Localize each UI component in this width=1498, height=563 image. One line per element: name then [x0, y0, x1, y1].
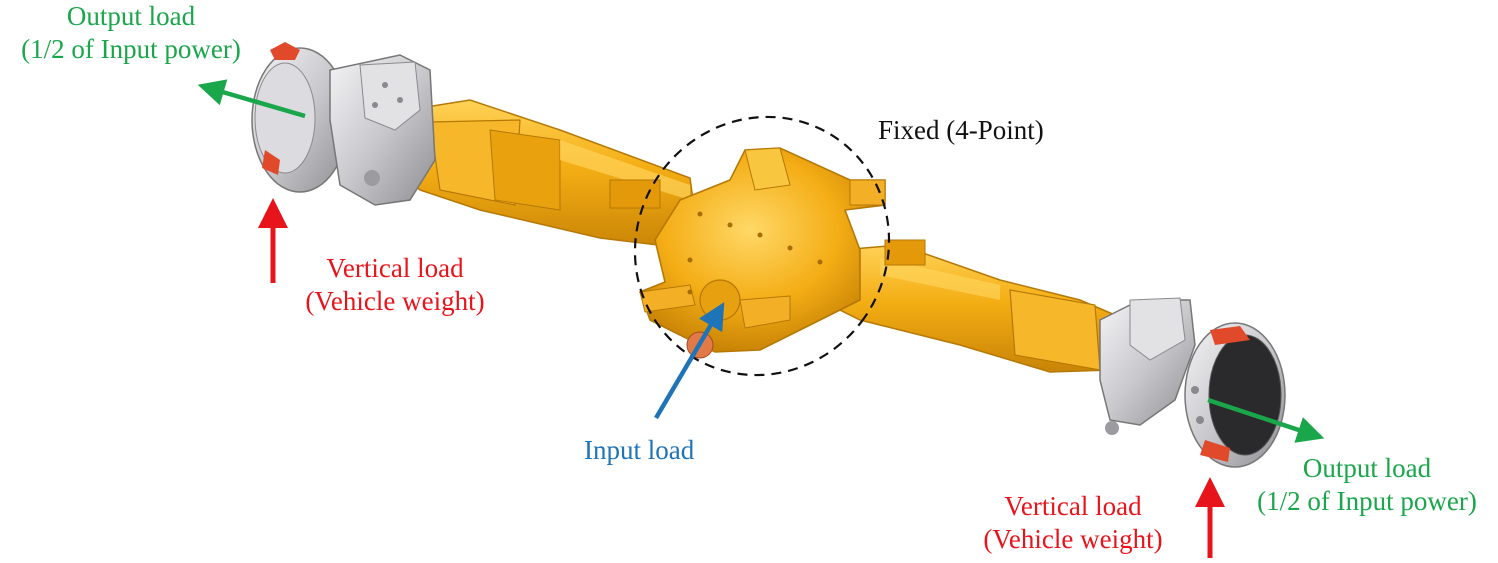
- output-load-right-line2: (1/2 of Input power): [1257, 486, 1477, 516]
- vertical-load-left-line1: Vertical load: [326, 253, 464, 283]
- vertical-load-left-line2: (Vehicle weight): [305, 286, 485, 316]
- vertical-load-label-right: Vertical load (Vehicle weight): [966, 490, 1180, 556]
- output-load-left-line1: Output load: [66, 1, 196, 31]
- output-load-arrow-left: [197, 79, 306, 119]
- right-wheel-hub: [1099, 297, 1286, 468]
- vertical-load-label-left: Vertical load (Vehicle weight): [288, 252, 502, 318]
- vertical-load-right-line2: (Vehicle weight): [983, 524, 1163, 554]
- input-load-arrow: [654, 302, 725, 420]
- vertical-load-right-line1: Vertical load: [1004, 491, 1142, 521]
- output-load-left-line2: (1/2 of Input power): [21, 34, 241, 64]
- fixed-support-ellipse: [633, 115, 891, 377]
- right-axle-tube: [819, 239, 1116, 373]
- input-load-text: Input load: [584, 435, 695, 465]
- input-load-label: Input load: [584, 434, 694, 467]
- left-axle-tube: [384, 99, 701, 251]
- output-load-label-left: Output load (1/2 of Input power): [0, 0, 262, 66]
- left-wheel-hub: [251, 42, 436, 206]
- output-load-right-line1: Output load: [1302, 453, 1432, 483]
- output-load-label-right: Output load (1/2 of Input power): [1236, 452, 1498, 518]
- fixed-support-text: Fixed (4-Point): [878, 115, 1044, 145]
- fixed-support-label: Fixed (4-Point): [878, 114, 1044, 147]
- output-load-arrow-right: [1207, 397, 1325, 443]
